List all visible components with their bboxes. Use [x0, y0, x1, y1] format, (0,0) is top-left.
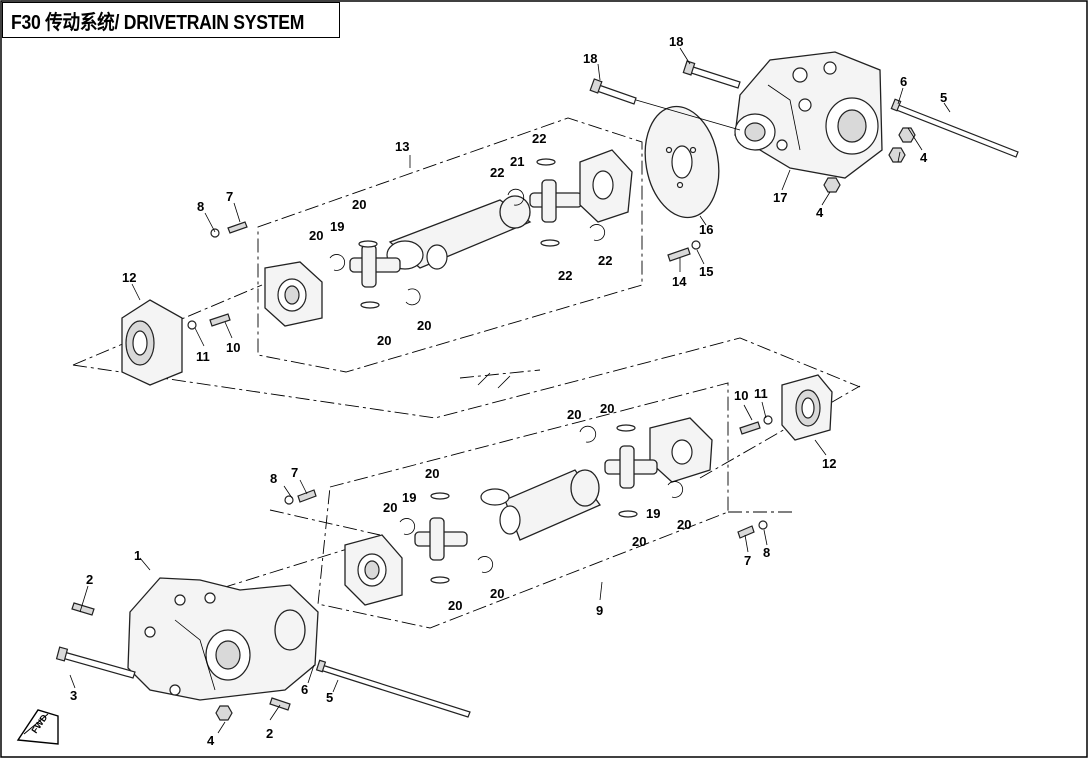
callout-21: 21 [510, 154, 524, 169]
brake-disc [644, 105, 720, 219]
callout-3: 3 [70, 688, 77, 703]
front-driveshaft-tube [480, 469, 601, 541]
rear-driveshaft-tube [386, 195, 532, 270]
callout-5: 5 [326, 690, 333, 705]
fwd-arrow-icon [16, 709, 59, 745]
callout-5: 5 [940, 90, 947, 105]
callout-6: 6 [301, 682, 308, 697]
callout-13: 13 [395, 139, 409, 154]
callout-12: 12 [822, 456, 836, 471]
leader-lines [69, 47, 951, 734]
lower-dashed-outline [221, 382, 861, 629]
callout-18: 18 [669, 34, 683, 49]
callout-22: 22 [490, 165, 504, 180]
callout-20: 20 [677, 517, 691, 532]
circlips-lower [399, 425, 684, 573]
callout-11: 11 [196, 349, 210, 364]
callout-19: 19 [330, 219, 344, 234]
front-differential [127, 577, 319, 701]
flange-yoke-upper [264, 261, 323, 327]
upper-dashed-outline [72, 117, 861, 419]
diagram-title: F30 传动系统/ DRIVETRAIN SYSTEM [11, 11, 305, 34]
callout-7: 7 [744, 553, 751, 568]
flange-12-lower [781, 374, 833, 441]
callout-labels: 1 2 2 3 4 4 4 5 5 6 6 7 7 7 8 8 8 9 10 1… [70, 34, 947, 748]
callout-1: 1 [134, 548, 141, 563]
callout-20: 20 [632, 534, 646, 549]
callout-14: 14 [672, 274, 687, 289]
title-box: F30 传动系统/ DRIVETRAIN SYSTEM [2, 2, 340, 38]
callout-10: 10 [734, 388, 748, 403]
callout-2: 2 [266, 726, 273, 741]
callout-4: 4 [207, 733, 215, 748]
callout-20: 20 [567, 407, 581, 422]
u-joint-lower-left [414, 492, 468, 584]
long-bolt-3 [55, 646, 136, 679]
callout-17: 17 [773, 190, 787, 205]
callout-7: 7 [226, 189, 233, 204]
callout-19: 19 [646, 506, 660, 521]
axle-shaft-upper [890, 98, 1019, 158]
callout-15: 15 [699, 264, 713, 279]
circlips-upper [329, 188, 606, 306]
callout-6: 6 [900, 74, 907, 89]
axle-shaft-lower [315, 659, 471, 718]
callout-20: 20 [377, 333, 391, 348]
callout-20: 20 [383, 500, 397, 515]
slip-yoke-upper [579, 149, 633, 223]
lower-fasteners [71, 415, 773, 721]
callout-22: 22 [598, 253, 612, 268]
callout-22: 22 [532, 131, 546, 146]
long-bolts-18 [589, 60, 741, 131]
callout-19: 19 [402, 490, 416, 505]
u-joint-upper-right [529, 158, 583, 247]
callout-18: 18 [583, 51, 597, 66]
callout-11: 11 [754, 386, 768, 401]
flange-12-upper [121, 299, 183, 386]
rear-gearbox [734, 51, 883, 179]
flange-yoke-lower [344, 534, 403, 606]
callout-2: 2 [86, 572, 93, 587]
callout-20: 20 [352, 197, 366, 212]
callout-4: 4 [816, 205, 824, 220]
callout-7: 7 [291, 465, 298, 480]
callout-9: 9 [596, 603, 603, 618]
callout-20: 20 [490, 586, 504, 601]
callout-20: 20 [425, 466, 439, 481]
callout-20: 20 [417, 318, 431, 333]
callout-10: 10 [226, 340, 240, 355]
flange-yoke-lower-right [649, 417, 713, 483]
callout-8: 8 [763, 545, 770, 560]
nuts-upper [823, 127, 916, 193]
callout-4: 4 [920, 150, 928, 165]
callout-22: 22 [558, 268, 572, 283]
u-joint-lower-right [604, 424, 658, 518]
callout-8: 8 [197, 199, 204, 214]
u-joint-upper-left [349, 240, 401, 309]
callout-12: 12 [122, 270, 136, 285]
callout-8: 8 [270, 471, 277, 486]
callout-20: 20 [600, 401, 614, 416]
callout-20: 20 [448, 598, 462, 613]
callout-16: 16 [699, 222, 713, 237]
callout-20: 20 [309, 228, 323, 243]
small-fasteners-upper [187, 221, 701, 330]
